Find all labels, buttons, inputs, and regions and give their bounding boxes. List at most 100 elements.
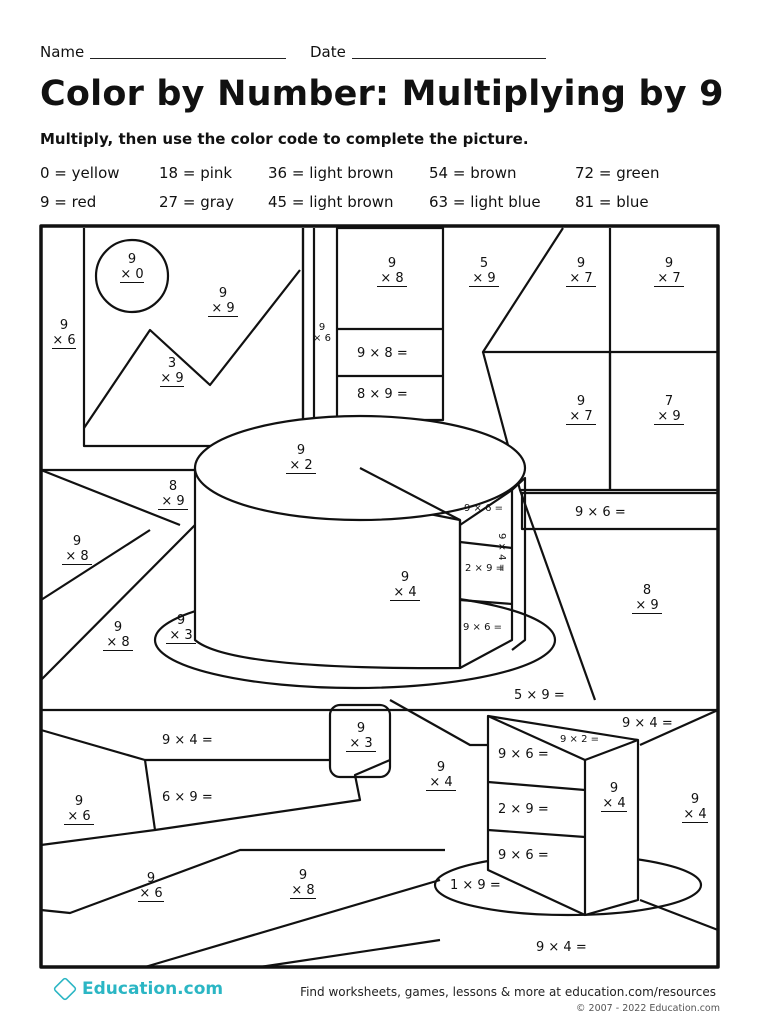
problem-bottom: × 9 <box>160 371 184 387</box>
problem-plate-9x3: 9 × 3 <box>166 613 196 644</box>
problem-narrow-strip: 9 × 6 <box>310 322 334 344</box>
problem-top: 3 <box>167 356 177 371</box>
problem-mid-9x7: 9 × 7 <box>566 394 596 425</box>
problem-table-9x4: 9 × 4 = <box>162 733 213 748</box>
date-label: Date <box>310 43 346 61</box>
problem-top: 9 <box>318 322 326 333</box>
copyright: © 2007 - 2022 Education.com <box>576 1003 720 1014</box>
problem-bottom: × 4 <box>601 796 627 812</box>
problem-bottom: × 9 <box>158 494 188 510</box>
problem-top: 9 <box>576 256 586 271</box>
problem-top: 9 <box>113 620 123 635</box>
problem-top: 9 <box>298 868 308 883</box>
problem-piece-top: 9 × 2 = <box>560 734 600 745</box>
problem-top: 9 <box>436 760 446 775</box>
problem-top: 9 <box>576 394 586 409</box>
problem-slice-middle: 2 × 9 = <box>465 563 505 574</box>
problem-top: 9 <box>609 781 619 796</box>
problem-top-5x9: 5 × 9 <box>469 256 499 287</box>
problem-plate2: 1 × 9 = <box>450 878 501 893</box>
problem-top: 9 <box>74 794 84 809</box>
color-key-item: 9 = red <box>40 193 97 211</box>
problem-bottom-9x4: 9 × 4 = <box>536 940 587 955</box>
color-key-item: 27 = gray <box>159 193 234 211</box>
problem-bottom: × 9 <box>208 301 238 317</box>
problem-bottom: × 7 <box>654 271 684 287</box>
problem-piece-side: 9 × 4 <box>601 781 627 812</box>
problem-right-9x4: 9 × 4 <box>682 792 708 823</box>
problem-piece-middle: 2 × 9 = <box>498 802 549 817</box>
problem-slice-bottom: 9 × 6 = <box>463 622 503 633</box>
problem-top: 7 <box>664 394 674 409</box>
problem-bottom: × 9 <box>654 409 684 425</box>
logo-icon <box>52 976 78 1002</box>
problem-left-9x8-b: 9 × 8 <box>103 620 133 651</box>
logo-text: Education.com <box>82 979 224 999</box>
problem-table-6x9: 6 × 9 = <box>162 790 213 805</box>
problem-bottom: × 3 <box>166 628 196 644</box>
name-line[interactable] <box>90 58 286 59</box>
problem-bottom: × 6 <box>52 333 76 349</box>
problem-cake-body: 9 × 4 <box>390 570 420 601</box>
problem-low-9x6: 9 × 6 <box>64 794 94 825</box>
problem-bottom: × 4 <box>390 585 420 601</box>
problem-mountain-bottom: 3 × 9 <box>160 356 184 387</box>
problem-left-8x9: 8 × 9 <box>158 479 188 510</box>
problem-bottom: × 7 <box>566 409 596 425</box>
problem-plate-5x9: 5 × 9 = <box>514 688 565 703</box>
problem-bottom: × 8 <box>290 883 316 899</box>
problem-top: 9 <box>690 792 700 807</box>
instructions: Multiply, then use the color code to com… <box>40 130 529 148</box>
color-key-item: 54 = brown <box>429 164 517 182</box>
problem-center-9x4: 9 × 4 <box>426 760 456 791</box>
problem-bottom: × 6 <box>138 886 164 902</box>
problem-top: 8 <box>168 479 178 494</box>
problem-bottom: × 6 <box>64 809 94 825</box>
date-line[interactable] <box>352 58 546 59</box>
problem-top: 5 <box>479 256 489 271</box>
color-key-item: 18 = pink <box>159 164 233 182</box>
color-key-item: 36 = light brown <box>268 164 394 182</box>
problem-stand: 9 × 3 <box>346 721 376 752</box>
problem-top: 9 <box>146 871 156 886</box>
color-key-item: 0 = yellow <box>40 164 120 182</box>
problem-left-wall: 9 × 6 <box>52 318 76 349</box>
problem-bottom: × 8 <box>103 635 133 651</box>
color-key-item: 72 = green <box>575 164 660 182</box>
name-label: Name <box>40 43 85 61</box>
problem-bottom: × 8 <box>62 549 92 565</box>
problem-bottom-9x8: 9 × 8 <box>290 868 316 899</box>
color-key-item: 45 = light brown <box>268 193 394 211</box>
problem-left-9x8-a: 9 × 8 <box>62 534 92 565</box>
problem-bottom: × 6 <box>313 333 331 344</box>
problem-top: 9 <box>72 534 82 549</box>
problem-top: 9 <box>218 286 228 301</box>
problem-mountain-top: 9 × 9 <box>208 286 238 317</box>
problem-piece-a: 9 × 6 = <box>498 747 549 762</box>
problem-top: 8 <box>642 583 652 598</box>
problem-bottom: × 4 <box>426 775 456 791</box>
problem-top: 9 <box>356 721 366 736</box>
resources-link[interactable]: Find worksheets, games, lessons & more a… <box>300 985 716 999</box>
problem-top: 9 <box>387 256 397 271</box>
problem-top: 9 <box>400 570 410 585</box>
problem-window-mid: 9 × 8 = <box>357 346 408 361</box>
problem-piece-b: 9 × 6 = <box>498 848 549 863</box>
education-logo[interactable]: Education.com <box>52 976 224 1002</box>
problem-bottom: × 8 <box>377 271 407 287</box>
problem-mid-7x9: 7 × 9 <box>654 394 684 425</box>
problem-right-9x4-eq: 9 × 4 = <box>622 716 673 731</box>
problem-top-9x7-a: 9 × 7 <box>566 256 596 287</box>
color-key-item: 63 = light blue <box>429 193 541 211</box>
problem-top: 9 <box>127 252 137 267</box>
problem-cake-top: 9 × 2 <box>286 443 316 474</box>
color-key-item: 81 = blue <box>575 193 649 211</box>
problem-bottom: × 7 <box>566 271 596 287</box>
problem-top: 9 <box>296 443 306 458</box>
problem-top: 9 <box>664 256 674 271</box>
problem-top-9x7-b: 9 × 7 <box>654 256 684 287</box>
problem-bottom: × 0 <box>120 267 144 283</box>
problem-slice-top: 9 × 6 = <box>464 503 504 514</box>
page-title: Color by Number: Multiplying by 9 <box>40 74 724 114</box>
problem-bottom-9x6: 9 × 6 <box>138 871 164 902</box>
